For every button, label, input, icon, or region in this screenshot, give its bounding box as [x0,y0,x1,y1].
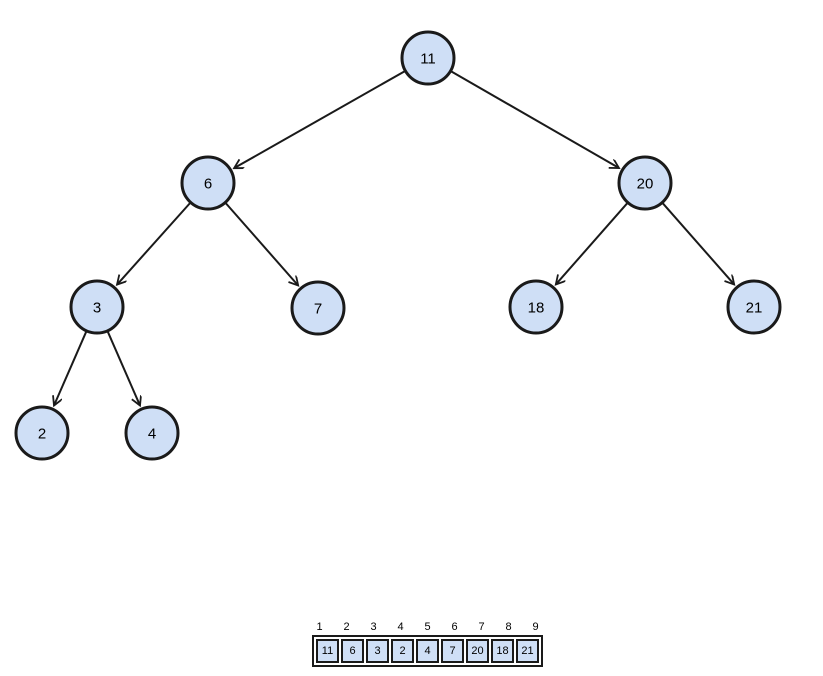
tree-node-label: 18 [528,300,545,317]
array-cell: 2 [391,639,414,663]
tree-node-2: 2 [14,405,70,461]
array-index-label: 2 [343,621,350,633]
tree-node-circle [508,279,564,335]
tree-node-label: 21 [746,300,763,317]
tree-edge-11-20 [450,70,619,168]
array-index-label: 5 [424,621,431,633]
tree-edges [54,69,734,406]
tree-node-21: 21 [726,279,782,335]
array-cell: 4 [416,639,439,663]
tree-node-18: 18 [508,279,564,335]
tree-node-circle [617,155,673,211]
tree-node-label: 11 [420,51,436,68]
array-index-label: 4 [397,621,404,633]
array-index-label: 6 [451,621,458,633]
tree-node-circle [14,405,70,461]
array-cell: 21 [516,639,539,663]
array-index-label: 7 [478,621,485,633]
tree-node-label: 20 [637,176,654,193]
array-cell: 18 [491,639,514,663]
tree-node-label: 6 [204,176,212,193]
array-index-label: 8 [505,621,512,633]
tree-edge-6-7 [224,201,298,286]
tree-node-3: 3 [69,279,125,335]
tree-edge-3-4 [106,330,140,406]
array-cell: 11 [316,639,339,663]
tree-node-label: 4 [148,426,156,443]
tree-node-circle [124,405,180,461]
tree-node-11: 11 [400,30,456,86]
array-index-label: 3 [370,621,377,633]
tree-edge-20-21 [661,201,734,285]
array-cell: 3 [366,639,389,663]
array-cell: 7 [441,639,464,663]
tree-edge-20-18 [556,201,629,285]
tree-edge-3-2 [54,330,88,406]
tree-node-20: 20 [617,155,673,211]
tree-node-label: 2 [38,426,46,443]
tree-node-circle [290,280,346,336]
tree-edge-6-3 [117,201,192,284]
tree-node-6: 6 [180,155,236,211]
tree-node-circle [400,30,456,86]
array-index-label: 1 [316,621,323,633]
tree-node-circle [726,279,782,335]
array-cell: 20 [466,639,489,663]
tree-node-label: 3 [93,300,101,317]
tree-node-label: 7 [314,301,322,318]
tree-node-7: 7 [290,280,346,336]
tree-node-4: 4 [124,405,180,461]
tree-edge-11-6 [234,69,406,168]
array-index-row: 1 2 3 4 5 6 7 8 9 [303,621,552,634]
array-cell: 6 [341,639,364,663]
tree-node-circle [180,155,236,211]
tree-node-circle [69,279,125,335]
array-index-label: 9 [532,621,539,633]
